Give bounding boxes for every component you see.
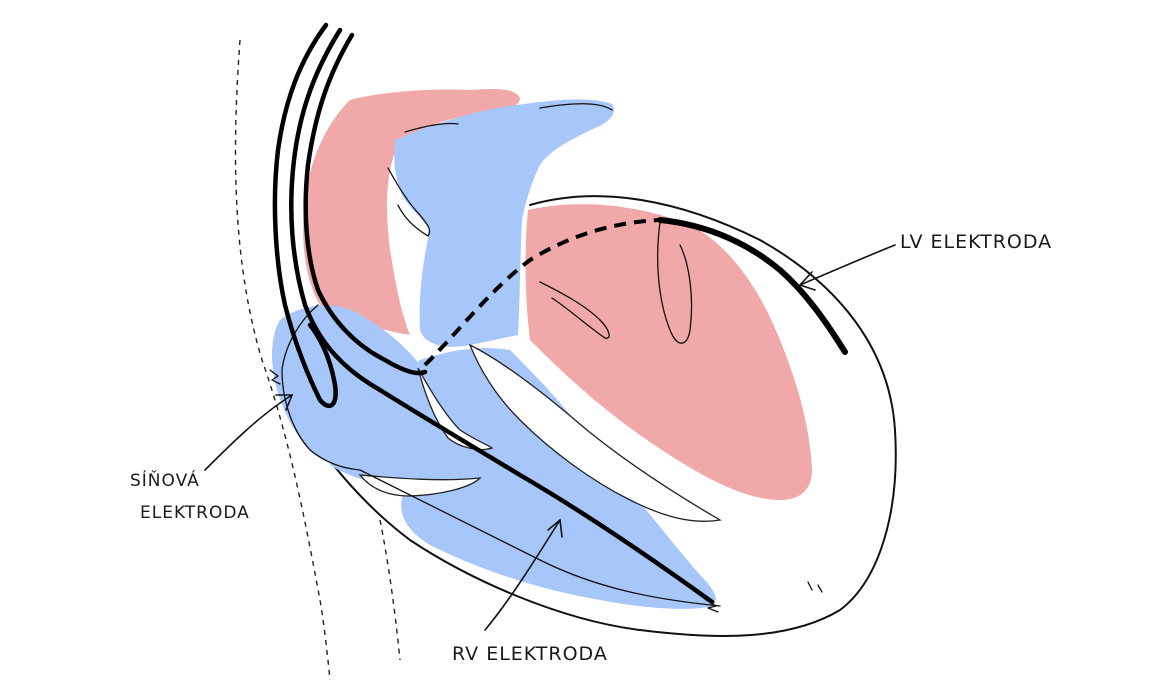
rv-lead-tip [705,599,719,613]
atrial-label-arrow-head [275,394,294,411]
inner-dashed-contour [379,519,401,661]
atrial-lead [272,22,338,409]
left-ventricle [525,204,812,500]
mitral-flap [530,296,559,336]
pulmonary-valve-line [539,103,613,111]
rv-label-arrow [484,519,561,631]
interventricular-septum [468,343,722,522]
lv-label-arrow [799,244,896,286]
lv-label-arrow-head [798,271,816,291]
rv-electrode-label: RV ELEKTRODA [452,643,608,665]
epicardial-tick [807,581,823,593]
atrial-electrode-label-line1: SÍŇOVÁ [130,469,200,491]
atrial-label-arrow [204,394,293,471]
lv-cavity-line [657,221,693,344]
lv-lead [303,32,428,376]
aortic-valve-line [387,167,431,237]
aorta [303,88,520,335]
rv-lead [289,27,715,605]
heart-outer-contour [317,195,897,637]
atrial-electrode-label-line2: ELEKTRODA [140,503,250,523]
rv-apex-outline [359,469,721,607]
rv-inflow-gap [358,474,482,497]
lv-lead-epicardial-segment [657,217,848,355]
atrial-lead-tip [269,369,281,385]
pulmonary-artery [394,99,615,347]
aortic-root-line [404,122,459,133]
tricuspid-gap [417,367,494,451]
lv-electrode-label: LV ELEKTRODA [900,231,1052,253]
lv-inner-line [539,281,610,339]
rv-label-arrow-head [547,518,563,538]
lv-lead-dashed-segment [423,218,661,367]
